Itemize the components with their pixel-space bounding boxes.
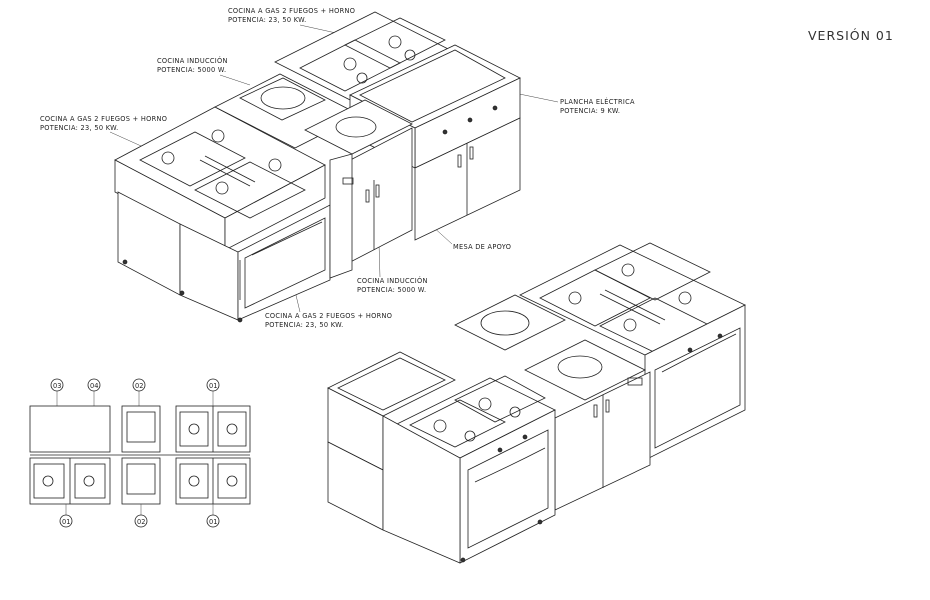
plan-view: 03 04 02 01 (29, 378, 251, 528)
plan-tag-01-top: 01 (206, 378, 220, 406)
label-top-gas: COCINA A GAS 2 FUEGOS + HORNO POTENCIA: … (228, 7, 355, 36)
upper-island-drawing (114, 11, 521, 323)
plan-tag-02-top: 02 (132, 378, 146, 406)
label-bottom-gas-line1: COCINA A GAS 2 FUEGOS + HORNO (265, 312, 392, 320)
plan-tag-04-label: 04 (90, 382, 98, 390)
label-griddle-line1: PLANCHA ELÉCTRICA (560, 97, 635, 106)
plan-tag-03-label: 03 (53, 382, 61, 390)
label-mid-induction-line2: POTENCIA: 5000 W. (357, 286, 426, 294)
plan-tag-02-bottom: 02 (134, 504, 148, 528)
label-griddle-line2: POTENCIA: 9 KW. (560, 107, 620, 115)
label-mid-induction-line1: COCINA INDUCCIÓN (357, 276, 428, 285)
plan-tag-01-top-label: 01 (209, 382, 217, 390)
plan-tag-01-bottom-left-label: 01 (62, 518, 70, 526)
plan-tag-04: 04 (87, 378, 101, 406)
lower-island-drawing (327, 242, 746, 564)
plan-tag-02-top-label: 02 (135, 382, 143, 390)
label-left-gas-line2: POTENCIA: 23, 50 KW. (40, 124, 119, 132)
plan-tag-01-bottom-left: 01 (59, 504, 73, 528)
label-top-induction-line1: COCINA INDUCCIÓN (157, 56, 228, 65)
version-title: VERSIÓN 01 (808, 28, 894, 43)
label-top-induction: COCINA INDUCCIÓN POTENCIA: 5000 W. (157, 56, 251, 86)
label-top-gas-line2: POTENCIA: 23, 50 KW. (228, 16, 307, 24)
plan-tag-02-bottom-label: 02 (137, 518, 145, 526)
label-left-gas-line1: COCINA A GAS 2 FUEGOS + HORNO (40, 115, 167, 123)
label-bottom-gas-line2: POTENCIA: 23, 50 KW. (265, 321, 344, 329)
plan-tag-03: 03 (50, 378, 64, 406)
label-top-gas-line1: COCINA A GAS 2 FUEGOS + HORNO (228, 7, 355, 15)
label-support-table-line1: MESA DE APOYO (453, 243, 511, 251)
plan-tag-01-bottom-right: 01 (206, 504, 220, 528)
plan-tag-01-bottom-right-label: 01 (209, 518, 217, 526)
label-top-induction-line2: POTENCIA: 5000 W. (157, 66, 226, 74)
